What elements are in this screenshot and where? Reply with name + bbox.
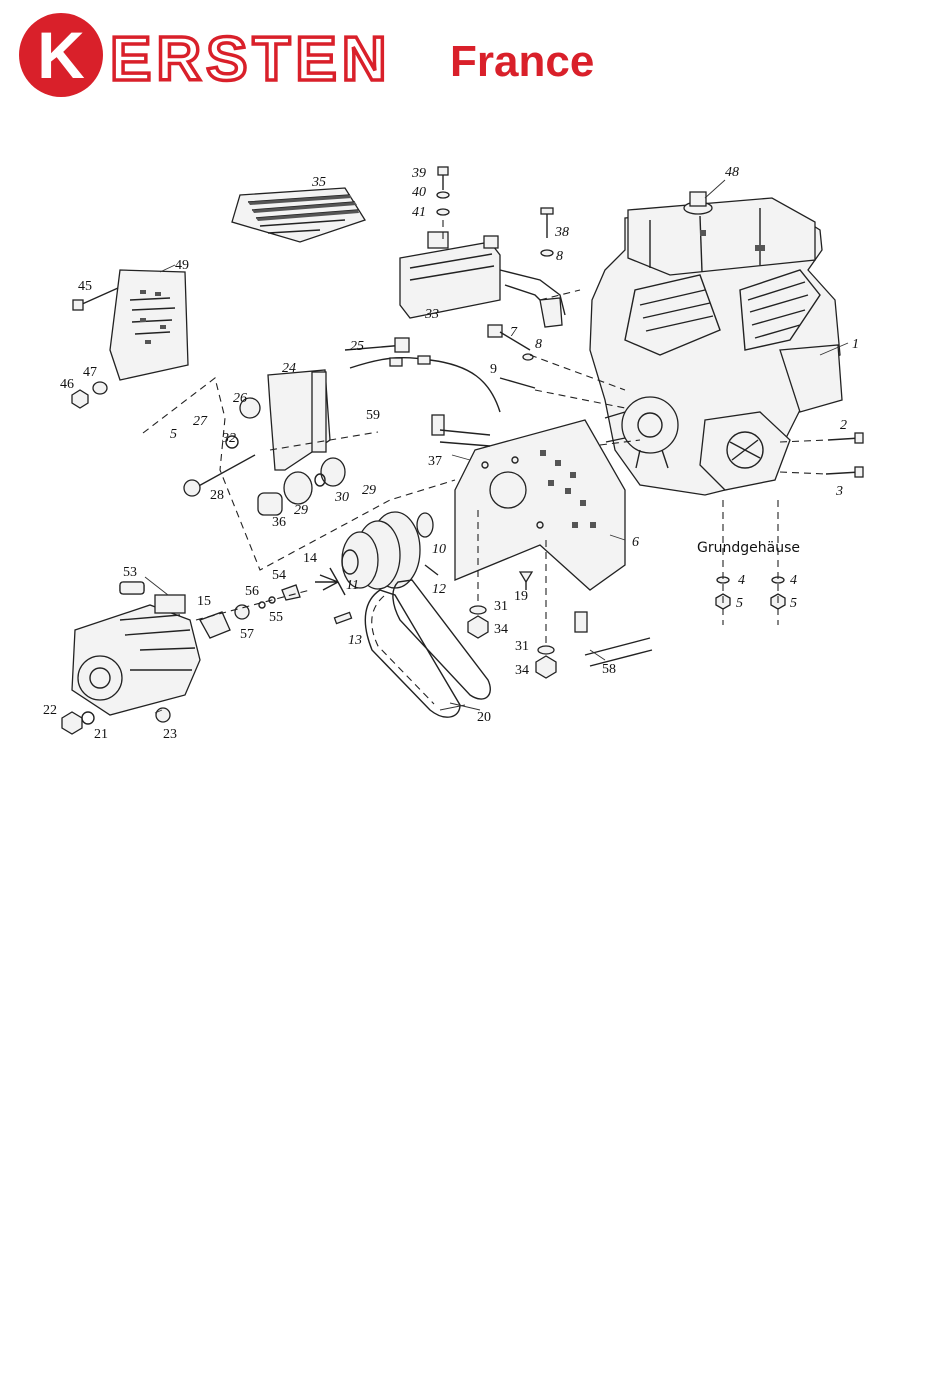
- callout-39: 39: [411, 166, 426, 181]
- callout-15: 15: [197, 594, 211, 609]
- callout-4-left: 4: [738, 573, 745, 588]
- callout-53: 53: [123, 565, 137, 580]
- callout-13: 13: [348, 633, 362, 648]
- callout-19: 19: [514, 589, 528, 604]
- callout-25: 25: [350, 339, 364, 354]
- filter-element: [232, 188, 365, 242]
- callout-26: 26: [233, 391, 247, 406]
- logo-letter: K: [37, 18, 85, 92]
- callout-12: 12: [432, 582, 446, 597]
- callout-40: 40: [412, 185, 426, 200]
- callout-24: 24: [282, 361, 296, 376]
- callout-10: 10: [432, 542, 446, 557]
- callout-6: 6: [632, 535, 639, 550]
- callout-59: 59: [366, 408, 380, 423]
- callout-38: 38: [554, 225, 569, 240]
- callout-3: 3: [835, 484, 843, 499]
- callout-21: 21: [94, 727, 108, 742]
- callout-5-bottom-left: 5: [736, 596, 743, 611]
- engine-block: [590, 192, 842, 495]
- callout-48: 48: [725, 165, 739, 180]
- callout-14: 14: [303, 551, 317, 566]
- drive-pulley: [315, 512, 433, 595]
- callout-5-bottom-right: 5: [790, 596, 797, 611]
- cover-plate: [110, 270, 188, 380]
- callout-49: 49: [175, 258, 189, 273]
- callout-23: 23: [163, 727, 177, 742]
- kersten-france-logo: K ERSTEN France: [18, 12, 638, 98]
- callout-41: 41: [412, 205, 426, 220]
- callout-27: 27: [193, 414, 208, 429]
- callout-22: 22: [43, 703, 57, 718]
- callout-31-upper: 31: [494, 599, 508, 614]
- callout-32: 32: [221, 431, 236, 446]
- callout-35: 35: [311, 175, 326, 190]
- housing-label: Grundgehäuse: [697, 540, 800, 556]
- callout-1: 1: [852, 337, 859, 352]
- throttle-cable: [350, 358, 500, 412]
- callout-57: 57: [240, 627, 254, 642]
- v-belts: [365, 580, 490, 717]
- callout-47: 47: [83, 365, 97, 380]
- callout-20: 20: [477, 710, 491, 725]
- callout-54: 54: [272, 568, 286, 583]
- callout-45: 45: [78, 279, 92, 294]
- callout-7: 7: [510, 325, 518, 340]
- callout-8-upper: 8: [556, 249, 563, 264]
- callout-58: 58: [602, 662, 616, 677]
- logo-region: France: [450, 37, 594, 86]
- callout-34-lower: 34: [515, 663, 529, 678]
- callout-55: 55: [269, 610, 283, 625]
- callout-9: 9: [490, 362, 497, 377]
- logo-brand-name: ERSTEN: [110, 25, 391, 94]
- callout-36: 36: [272, 515, 286, 530]
- exploded-parts-diagram: Grundgehäuse 48 39 40 41 38 8 35 49 45 4…: [0, 150, 950, 750]
- callout-4-right: 4: [790, 573, 797, 588]
- callout-2: 2: [840, 418, 847, 433]
- callout-5-left: 5: [170, 427, 177, 442]
- callout-29-right: 29: [362, 483, 376, 498]
- callout-31-lower: 31: [515, 639, 529, 654]
- callout-29-left: 29: [294, 503, 308, 518]
- callout-30: 30: [334, 490, 349, 505]
- callout-8-lower: 8: [535, 337, 542, 352]
- callout-37: 37: [428, 454, 442, 469]
- callout-28: 28: [210, 488, 224, 503]
- callout-56: 56: [245, 584, 259, 599]
- callout-34-upper: 34: [494, 622, 508, 637]
- callout-11: 11: [346, 578, 359, 593]
- hydraulic-pump: [62, 582, 300, 734]
- callout-33: 33: [424, 307, 439, 322]
- callout-46: 46: [60, 377, 74, 392]
